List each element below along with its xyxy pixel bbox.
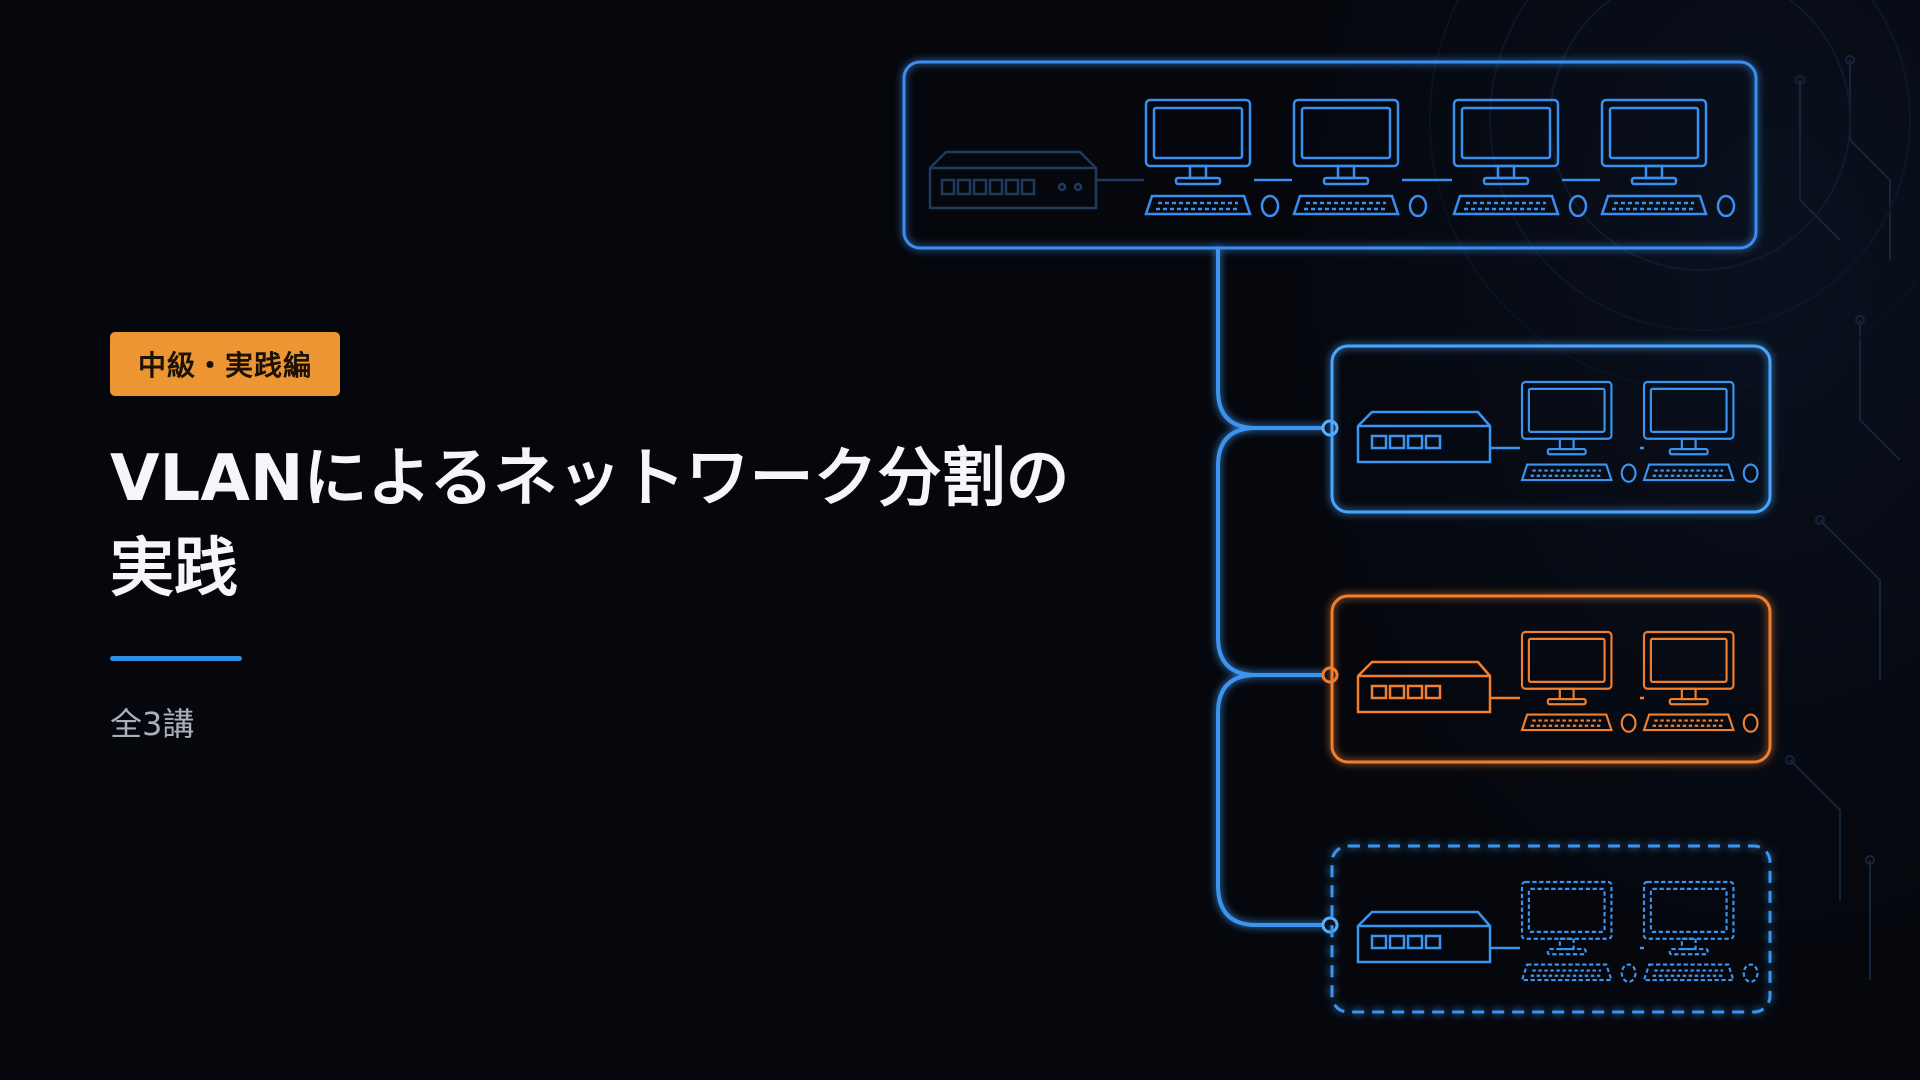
network-switch-icon: [1356, 410, 1492, 464]
desktop-computer-icon: [1642, 380, 1759, 483]
desktop-computer-icon: [1600, 98, 1736, 218]
title-divider: [110, 656, 242, 661]
vlan-panel-dashed: [1330, 844, 1772, 1014]
vlan-panel-orange: [1330, 594, 1772, 764]
network-switch-icon: [1356, 660, 1492, 714]
network-switch-icon: [1356, 910, 1492, 964]
desktop-computer-icon: [1292, 98, 1428, 218]
lecture-count: 全3講: [110, 705, 195, 743]
level-badge: 中級・実践編: [110, 332, 341, 396]
page-title: VLANによるネットワーク分割の 実践: [110, 434, 1110, 614]
network-switch-icon: [928, 150, 1144, 210]
core-network-panel: [902, 60, 1758, 250]
port-node: [1321, 419, 1339, 437]
title-line-1: VLANによるネットワーク分割の: [110, 442, 1070, 516]
port-node: [1321, 916, 1339, 934]
desktop-computer-icon: [1642, 630, 1759, 733]
desktop-computer-icon: [1520, 630, 1637, 733]
vlan-panel-blue: [1330, 344, 1772, 514]
circuit-background: [1429, 0, 1920, 980]
port-node: [1321, 666, 1339, 684]
title-line-2: 実践: [110, 532, 238, 606]
title-block: 中級・実践編 VLANによるネットワーク分割の 実践 全3講: [110, 332, 1110, 745]
desktop-computer-icon: [1642, 880, 1759, 983]
desktop-computer-icon: [1520, 380, 1637, 483]
desktop-computer-icon: [1452, 98, 1588, 218]
trunk-lines: [1216, 248, 1330, 927]
desktop-computer-icon: [1144, 98, 1280, 218]
desktop-computer-icon: [1520, 880, 1637, 983]
